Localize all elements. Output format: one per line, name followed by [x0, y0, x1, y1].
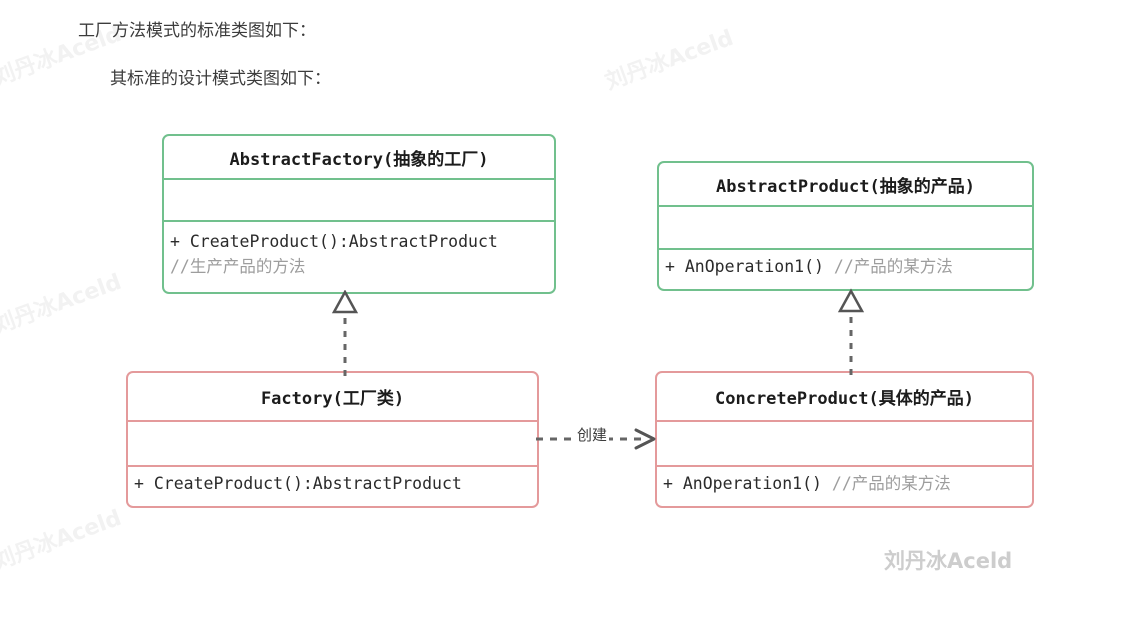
class-methods-abstract-factory: + CreateProduct():AbstractProduct //生产产品…	[164, 220, 554, 290]
class-attributes-abstract-factory	[164, 178, 554, 220]
class-box-factory[interactable]: Factory(工厂类) + CreateProduct():AbstractP…	[126, 371, 539, 508]
realization-arrow-concrete-product-to-abstract-product	[837, 288, 865, 375]
class-methods-abstract-product: + AnOperation1() //产品的某方法	[659, 248, 1032, 289]
method-signature: + CreateProduct():AbstractProduct	[170, 232, 498, 251]
method-signature: + CreateProduct():AbstractProduct	[134, 474, 462, 493]
watermark-center-top: 刘丹冰Aceld	[602, 25, 737, 96]
class-title-concrete-product: ConcreteProduct(具体的产品)	[715, 389, 974, 409]
class-attributes-factory	[128, 420, 537, 465]
class-methods-concrete-product: + AnOperation1() //产品的某方法	[657, 465, 1032, 506]
watermark-bottom-right: 刘丹冰Aceld	[884, 549, 1013, 573]
watermark-left-bottom: 刘丹冰Aceld	[0, 505, 125, 576]
class-title-abstract-product: AbstractProduct(抽象的产品)	[716, 176, 975, 197]
method-signature: + AnOperation1()	[665, 257, 824, 276]
class-title-abstract-factory: AbstractFactory(抽象的工厂)	[229, 149, 489, 170]
intro-paragraph-1: 工厂方法模式的标准类图如下：	[78, 21, 316, 41]
method-signature: + AnOperation1()	[663, 474, 822, 493]
class-attributes-abstract-product	[659, 205, 1032, 248]
method-comment: //产品的某方法	[831, 474, 951, 493]
class-title-factory: Factory(工厂类)	[260, 389, 405, 409]
method-comment: //产品的某方法	[833, 257, 953, 276]
class-box-abstract-factory[interactable]: AbstractFactory(抽象的工厂) + CreateProduct()…	[162, 134, 556, 294]
class-box-abstract-product[interactable]: AbstractProduct(抽象的产品) + AnOperation1() …	[657, 161, 1034, 291]
watermark-left-middle: 刘丹冰Aceld	[0, 269, 125, 340]
method-comment: //生产产品的方法	[170, 257, 306, 276]
class-methods-factory: + CreateProduct():AbstractProduct	[128, 465, 537, 506]
dependency-label-create: 创建	[575, 426, 610, 444]
intro-paragraph-2: 其标准的设计模式类图如下：	[110, 69, 331, 89]
class-box-concrete-product[interactable]: ConcreteProduct(具体的产品) + AnOperation1() …	[655, 371, 1034, 508]
class-attributes-concrete-product	[657, 420, 1032, 465]
realization-arrow-factory-to-abstract-factory	[331, 290, 359, 376]
